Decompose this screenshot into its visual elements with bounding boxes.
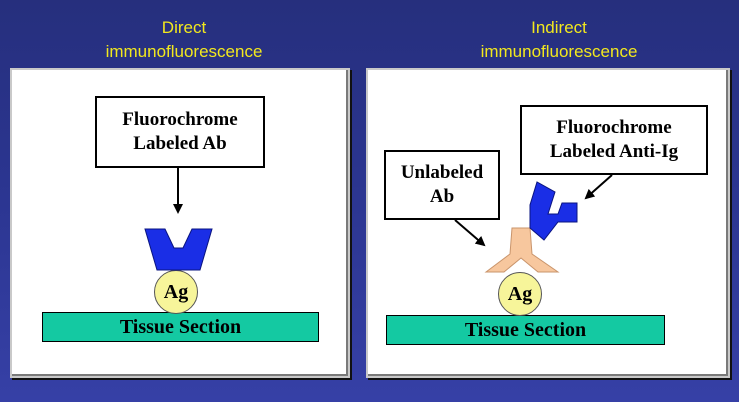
indirect-antigen: Ag	[498, 272, 542, 316]
fluorochrome-labeled-ab-box: Fluorochrome Labeled Ab	[95, 96, 265, 168]
fluorochrome-labeled-anti-ig-line2: Labeled Anti-Ig	[549, 141, 679, 162]
unlabeled-ab-arrow	[454, 219, 486, 247]
direct-heading-line1: Direct	[161, 18, 207, 37]
unlabeled-ab-line1: Unlabeled	[400, 162, 484, 183]
indirect-tissue-section: Tissue Section	[386, 315, 665, 345]
labeled-anti-ig-icon	[529, 181, 578, 241]
labeled-antibody-icon	[144, 228, 213, 271]
direct-heading: Direct immunofluorescence	[34, 16, 334, 64]
indirect-heading-line2: immunofluorescence	[480, 42, 638, 61]
unlabeled-ab-line2: Ab	[429, 186, 455, 207]
fluorochrome-labeled-ab-line2: Labeled Ab	[133, 133, 227, 154]
unlabeled-antibody-icon	[484, 227, 560, 273]
direct-heading-line2: immunofluorescence	[105, 42, 263, 61]
anti-ig-arrow	[584, 174, 613, 200]
indirect-heading-line1: Indirect	[531, 18, 587, 37]
direct-antigen: Ag	[154, 270, 198, 314]
unlabeled-ab-box: Unlabeled Ab	[384, 150, 500, 220]
fluorochrome-labeled-ab-line1: Fluorochrome	[122, 109, 238, 130]
fluorochrome-labeled-anti-ig-box: Fluorochrome Labeled Anti-Ig	[520, 105, 708, 175]
indirect-heading: Indirect immunofluorescence	[409, 16, 709, 64]
fluorochrome-labeled-anti-ig-line1: Fluorochrome	[556, 117, 672, 138]
